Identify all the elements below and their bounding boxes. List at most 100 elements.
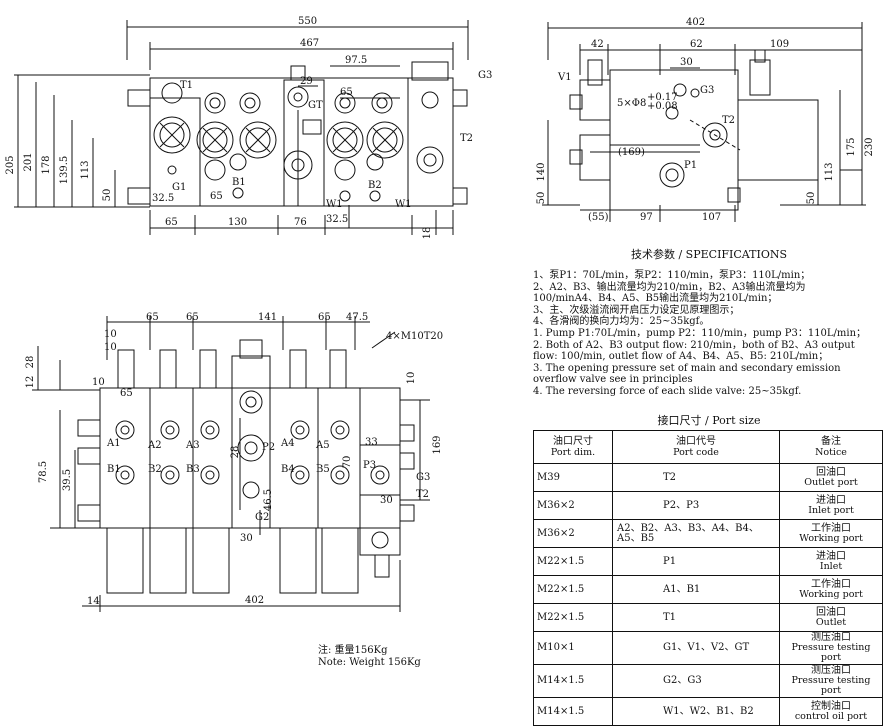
port-code-cell: W1、W2、B1、B2 bbox=[612, 697, 780, 726]
dimension-label: 33 bbox=[365, 437, 378, 448]
dimension-label: 30 bbox=[680, 57, 693, 68]
header-en: Port code bbox=[673, 447, 719, 458]
port-label: G1 bbox=[172, 182, 186, 193]
port-dim-cell: M39 bbox=[533, 463, 613, 492]
spec-line: 4、各滑阀的换向力均为：25~35kgf。 bbox=[533, 316, 710, 328]
dimension-label: 32.5 bbox=[326, 214, 348, 225]
notice-cn: 进油口 bbox=[816, 494, 846, 506]
header-cn: 油口代号 bbox=[676, 436, 716, 447]
port-label: W1 bbox=[395, 199, 412, 210]
dimension-label: 5×Φ8 bbox=[617, 98, 646, 109]
spec-line: 3. The opening pressure set of main and … bbox=[533, 362, 841, 374]
notice-cn: 测压油口 bbox=[811, 665, 851, 676]
dimension-label: 113 bbox=[80, 160, 91, 179]
port-dim-cell: M22×1.5 bbox=[533, 547, 613, 576]
dimension-label: 65 bbox=[318, 312, 331, 323]
port-label: B1 bbox=[232, 177, 246, 188]
port-label: P3 bbox=[363, 460, 376, 471]
port-label: GT bbox=[308, 100, 323, 111]
notice-en: control oil port bbox=[794, 710, 868, 722]
dimension-label: 12 bbox=[25, 376, 36, 389]
spec-line: 1. Pump P1:70L/min，pump P2：110/min，pump … bbox=[533, 327, 867, 339]
notice-cn: 工作油口 bbox=[811, 578, 851, 590]
dimension-label: 65 bbox=[146, 312, 159, 323]
dimension-label: 178 bbox=[41, 155, 52, 174]
dimension-label: 169 bbox=[432, 435, 443, 454]
spec-line: 100/minA4、B4、A5、B5输出流量均为210L/min； bbox=[533, 293, 778, 305]
spec-line: 3、主、次级溢流阀开启压力设定见原理图示； bbox=[533, 304, 740, 316]
dimension-label: 130 bbox=[228, 217, 247, 228]
notice-en: Inlet port bbox=[808, 504, 854, 516]
dimension-label: 97.5 bbox=[345, 55, 367, 66]
port-label: A4 bbox=[280, 438, 295, 449]
dimension-label: 65 bbox=[165, 217, 178, 228]
dimension-label: 10 bbox=[104, 342, 117, 353]
port-size-title: 接口尺寸 / Port size bbox=[657, 414, 761, 427]
dimension-label: 201 bbox=[23, 152, 34, 171]
dimension-label: 28 bbox=[230, 446, 241, 459]
port-label: G2 bbox=[255, 512, 269, 523]
notice-cn: 控制油口 bbox=[811, 700, 851, 712]
dimension-label: 65 bbox=[186, 312, 199, 323]
port-label: G3 bbox=[478, 70, 492, 81]
port-dim-cell: M14×1.5 bbox=[533, 664, 613, 698]
port-code-cell: T2 bbox=[612, 463, 780, 492]
specifications-list: 1、泵P1：70L/min，泵P2：110/min，泵P3：110L/min； … bbox=[533, 270, 885, 398]
port-label: P1 bbox=[684, 160, 697, 171]
dimension-label: 175 bbox=[846, 137, 857, 156]
notice-cn: 进油口 bbox=[816, 550, 846, 562]
dimension-label: 550 bbox=[298, 16, 317, 27]
dimension-label: 402 bbox=[245, 595, 264, 606]
dimension-label: 65 bbox=[210, 191, 223, 202]
header-cn: 备注 bbox=[821, 436, 841, 447]
spec-line: overflow valve see in principles bbox=[533, 374, 693, 386]
dimension-label: 70 bbox=[342, 456, 353, 469]
dimension-label: (169) bbox=[618, 147, 645, 158]
port-dim-cell: M14×1.5 bbox=[533, 697, 613, 726]
spec-line: 2、A2、B3、输出流量均为210/min，B2、A3输出流量均为 bbox=[533, 281, 806, 293]
dimension-label: 467 bbox=[300, 38, 319, 49]
port-code-cell: A2、B2、A3、B3、A4、B4、A5、B5 bbox=[612, 519, 780, 548]
notice-cn: 回油口 bbox=[816, 466, 846, 478]
dimension-label: 10 bbox=[104, 329, 117, 340]
notice-en: Inlet bbox=[819, 560, 843, 572]
dimension-label: 46.5 bbox=[263, 489, 274, 511]
notice-en: Pressure testing port bbox=[791, 642, 871, 663]
notice-en: Working port bbox=[799, 532, 863, 544]
header-port-code: 油口代号 Port code bbox=[612, 430, 780, 464]
spec-line: 2. Both of A2、B3 output flow: 210/min，bo… bbox=[533, 339, 855, 351]
port-label: B5 bbox=[316, 464, 330, 475]
notice-en: Pressure testing port bbox=[791, 675, 871, 696]
spec-line: 1、泵P1：70L/min，泵P2：110/min，泵P3：110L/min； bbox=[533, 270, 811, 281]
dimension-label: 50 bbox=[806, 192, 817, 205]
specifications-panel: 技术参数 / SPECIFICATIONS 1、泵P1：70L/min，泵P2：… bbox=[533, 246, 885, 398]
dimension-label: 65 bbox=[120, 388, 133, 399]
port-label: G3 bbox=[700, 85, 714, 96]
dimension-label: +0.17 bbox=[647, 92, 678, 103]
dimension-label: 47.5 bbox=[346, 312, 368, 323]
dimension-label: 30 bbox=[380, 495, 393, 506]
notice-en: Outlet port bbox=[804, 476, 858, 488]
notice-cn: 回油口 bbox=[816, 606, 846, 618]
dimension-label: 140 bbox=[536, 162, 547, 181]
dimension-label: 29 bbox=[300, 76, 313, 87]
dimension-label: 4×M10T20 bbox=[386, 331, 443, 342]
port-dim-cell: M36×2 bbox=[533, 491, 613, 520]
dimension-label: 50 bbox=[536, 192, 547, 205]
port-label: T1 bbox=[180, 80, 193, 91]
port-code-cell: G1、V1、V2、GT bbox=[612, 631, 780, 665]
weight-note-cn: 注: 重量156Kg bbox=[318, 645, 388, 656]
dimension-label: 28 bbox=[25, 356, 36, 369]
notice-cn: 测压油口 bbox=[811, 632, 851, 643]
top-left-view bbox=[14, 20, 469, 235]
